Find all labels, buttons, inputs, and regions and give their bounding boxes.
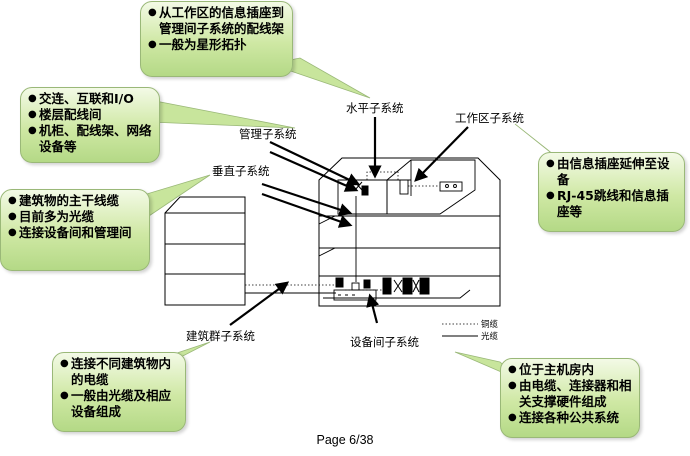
callout-equipment-item-2: 由电缆、连接器和相关支撑硬件组成 — [508, 378, 633, 410]
callout-campus: 连接不同建筑物内的电缆 一般由光缆及相应设备组成 — [52, 352, 186, 432]
arrow-campus — [229, 281, 290, 326]
callout-campus-item-2: 一般由光缆及相应设备组成 — [60, 388, 179, 420]
callout-horizontal-item-1: 从工作区的信息插座到管理间子系统的配线架 — [148, 5, 286, 37]
floor-2-perspective — [318, 215, 500, 225]
callout-equipment-item-1: 位于主机房内 — [508, 362, 633, 378]
callout-horizontal-item-2: 一般为星形拓扑 — [148, 37, 286, 53]
arrow-equipment — [366, 293, 380, 324]
callout-vertical: 建筑物的主干线缆 目前多为光缆 连接设备间和管理间 — [0, 189, 150, 271]
callout-equipment: 位于主机房内 由电缆、连接器和相关支撑硬件组成 连接各种公共系统 — [500, 358, 640, 438]
label-work-area-subsystem: 工作区子系统 — [455, 111, 524, 125]
main-building-middle-floor — [318, 215, 501, 249]
legend-copper-label: 铜缆 — [481, 320, 499, 330]
floor-3-perspective — [318, 247, 500, 257]
callout-work-area: 由信息插座延伸至设备 RJ-45跳线和信息插座等 — [538, 152, 685, 232]
arrow-work-area — [414, 126, 469, 182]
callout-vertical-item-3: 连接设备间和管理间 — [8, 225, 143, 241]
legend-fiber-label: 光缆 — [481, 332, 499, 342]
callout-vertical-item-2: 目前多为光缆 — [8, 209, 143, 225]
main-building-top-floor — [318, 157, 501, 217]
callout-management-item-2: 楼层配线间 — [28, 107, 153, 123]
management-room — [337, 179, 388, 215]
main-building-lower-floor — [318, 247, 501, 277]
callout-work-area-item-1: 由信息插座延伸至设备 — [546, 156, 678, 188]
callout-equipment-item-3: 连接各种公共系统 — [508, 410, 633, 426]
callout-vertical-item-1: 建筑物的主干线缆 — [8, 193, 143, 209]
label-management-subsystem: 管理子系统 — [239, 127, 297, 141]
label-vertical-subsystem: 垂直子系统 — [212, 164, 270, 178]
rack-equipment-1 — [335, 277, 344, 288]
computer-work-area — [439, 181, 463, 192]
callout-horizontal: 从工作区的信息插座到管理间子系统的配线架 一般为星形拓扑 — [140, 1, 293, 77]
rack-management — [361, 185, 369, 196]
arrow-vertical-1 — [261, 182, 353, 216]
cross-equipment — [393, 279, 420, 293]
callout-management-item-3: 机柜、配线架、网络设备等 — [28, 123, 153, 155]
label-campus-subsystem: 建筑群子系统 — [186, 329, 255, 343]
page-number: Page 6/38 — [316, 433, 374, 447]
rack-equipment-5 — [419, 277, 430, 295]
label-horizontal-subsystem: 水平子系统 — [346, 101, 404, 115]
copper-horizontal-cable — [366, 171, 399, 180]
rack-equipment-2 — [363, 279, 371, 289]
callout-pointer-management — [149, 99, 296, 129]
callout-management-item-1: 交连、互联和I/O — [28, 91, 153, 107]
callout-work-area-item-2: RJ-45跳线和信息插座等 — [546, 188, 678, 220]
callout-management: 交连、互联和I/O 楼层配线间 机柜、配线架、网络设备等 — [20, 87, 160, 163]
rack-equipment-3 — [382, 277, 392, 295]
callout-campus-item-1: 连接不同建筑物内的电缆 — [60, 356, 179, 388]
label-equipment-subsystem: 设备间子系统 — [350, 335, 419, 349]
arrow-vertical-2 — [261, 192, 353, 228]
arrow-management-2 — [269, 150, 359, 192]
outlet-work-area — [399, 179, 409, 195]
arrow-management-1 — [269, 141, 361, 186]
rack-equipment-4 — [402, 277, 413, 295]
